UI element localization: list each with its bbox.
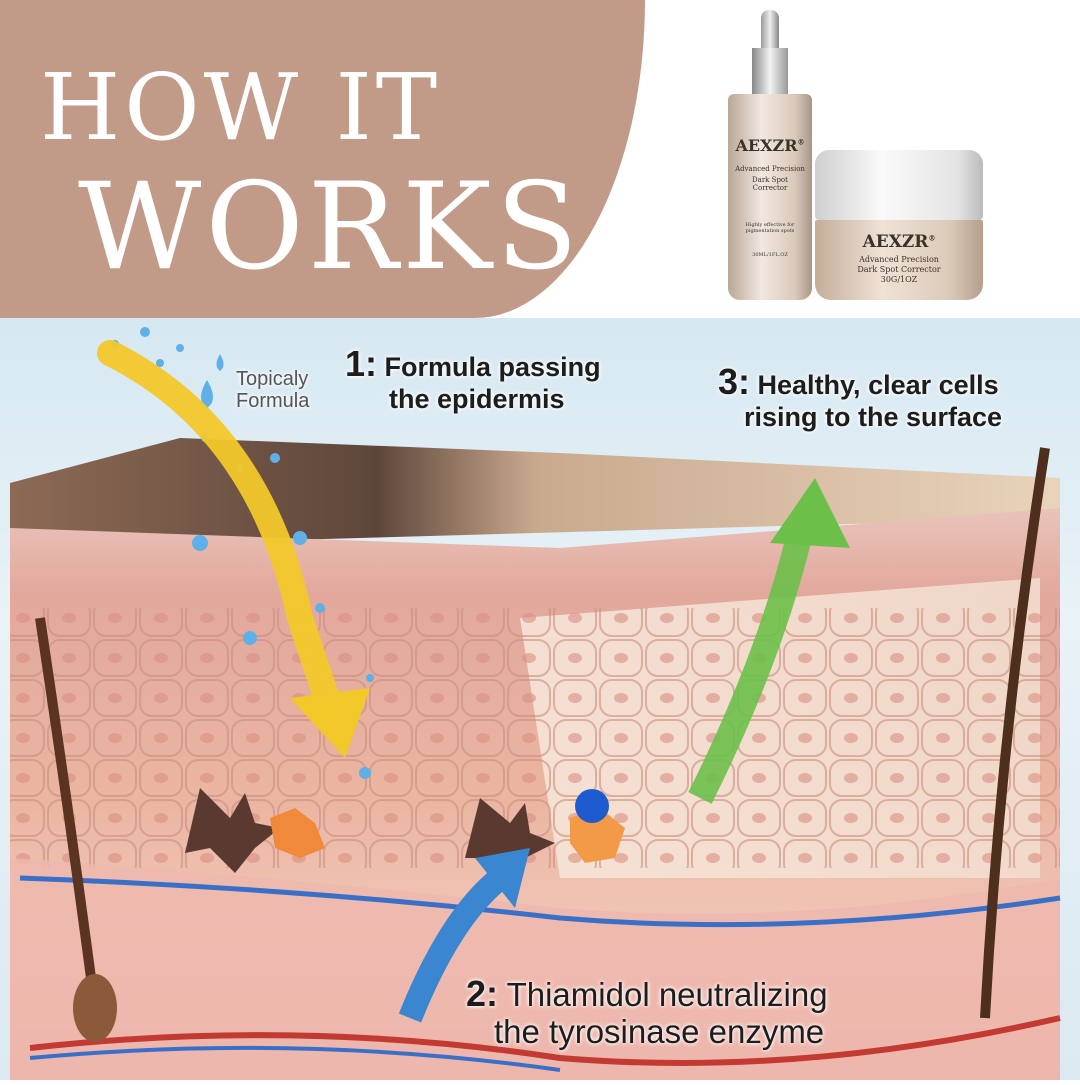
hair-left (35, 617, 100, 1009)
skin-illustration (10, 327, 1061, 1080)
yellow-arrow (97, 340, 343, 721)
topical-line2: Formula (236, 390, 310, 412)
step3-number: 3: (718, 361, 751, 402)
serum-reg: ® (797, 137, 805, 147)
serum-line2: Dark Spot (752, 176, 788, 184)
cream-line2: Dark Spot Corrector (857, 265, 941, 274)
serum-line1: Advanced Precision (735, 165, 805, 173)
step3-line1: Healthy, clear cells (757, 370, 999, 400)
title-line-2: WORKS (78, 158, 582, 297)
step1-line2: the epidermis (389, 384, 565, 415)
skin-diagram: Topicaly Formula 1: Formula passing the … (0, 318, 1080, 1080)
step3-line2: rising to the surface (744, 402, 1003, 433)
step2-line1: Thiamidol neutralizing (506, 976, 828, 1013)
step1-label: 1: Formula passing the epidermis (345, 343, 601, 415)
title-banner (0, 0, 645, 318)
step1-line1: Formula passing (384, 352, 601, 382)
step1-number: 1: (345, 343, 378, 384)
serum-size: 30ML/1FL.OZ (752, 252, 788, 258)
cream-reg: ® (928, 233, 936, 243)
cream-jar: AEXZR® Advanced Precision Dark Spot Corr… (815, 150, 983, 300)
serum-bottle: AEXZR® Advanced Precision Dark Spot Corr… (728, 10, 812, 300)
step2-label: 2: Thiamidol neutralizing the tyrosinase… (466, 973, 828, 1051)
cream-size: 30G/1OZ (880, 275, 918, 284)
step2-number: 2: (466, 973, 499, 1014)
green-arrow (688, 529, 813, 804)
step2-line2: the tyrosinase enzyme (494, 1013, 825, 1051)
title-line-1: HOW IT (40, 54, 442, 161)
cream-brand: AEXZR (862, 232, 929, 252)
hair-right (980, 447, 1050, 1019)
serum-tagline: Highly effective for pigmentation spots (745, 222, 795, 234)
step3-label: 3: Healthy, clear cells rising to the su… (718, 361, 1003, 433)
serum-brand: AEXZR (735, 136, 798, 155)
topical-line1: Topicaly (236, 368, 309, 390)
cream-line1: Advanced Precision (859, 255, 939, 264)
topical-formula-label: Topicaly Formula (236, 368, 309, 412)
serum-line3: Corrector (752, 184, 788, 192)
header: HOW IT WORKS AEXZR® Advanced Precision D… (0, 0, 1080, 318)
thiamidol-molecule (575, 789, 609, 823)
melanocyte (185, 788, 555, 883)
blue-arrow (398, 868, 508, 1023)
